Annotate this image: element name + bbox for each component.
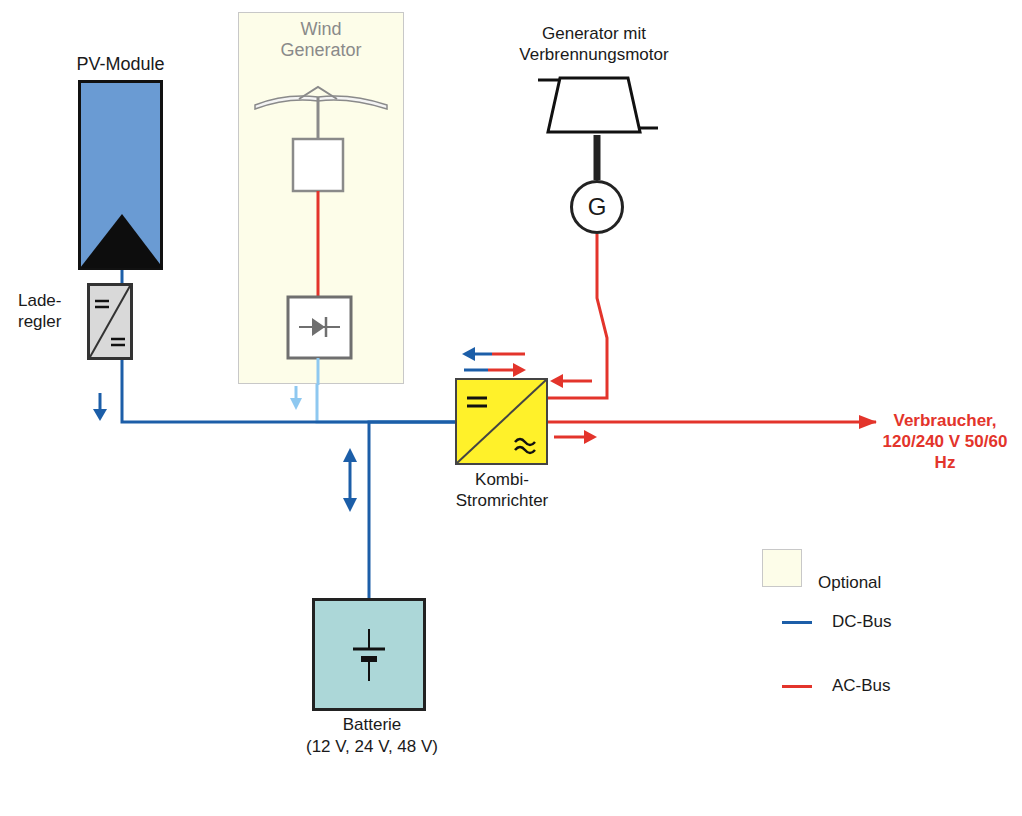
bus-connector (369, 422, 455, 598)
node-label: G (573, 183, 621, 231)
pv-module: PV-Module (78, 80, 163, 270)
combustion-engine: Generator mit Verbrennungsmotor (522, 75, 670, 135)
optional-wind-band-symbol (239, 13, 403, 383)
node-label: PV-Module (51, 54, 190, 75)
legend-line-sample (782, 685, 812, 688)
battery-flow-arrow (343, 448, 357, 512)
generator-circle: G (570, 180, 624, 234)
node-label: Generator mit Verbrennungsmotor (514, 23, 674, 65)
converter-flow-arrows (462, 347, 526, 377)
dc-flow-arrow (93, 393, 107, 421)
node-label: Kombi- Stromrichter (447, 469, 557, 511)
legend-label: AC-Bus (832, 675, 891, 696)
node-label: Lade- regler (18, 290, 78, 332)
battery-symbol (315, 601, 423, 708)
charge-controller: Lade- regler (87, 283, 133, 360)
node-label: Wind Generator (239, 19, 403, 61)
legend-label: Optional (818, 572, 881, 593)
node-label: Batterie (265, 714, 479, 735)
battery: Batterie(12 V, 24 V, 48 V) (312, 598, 426, 711)
combi-inverter: Kombi- Stromrichter (455, 378, 548, 465)
bus-connector (594, 135, 601, 180)
legend-line-sample (782, 621, 812, 624)
bus-connector (548, 234, 607, 398)
legend-label: DC-Bus (832, 611, 892, 632)
node-label: Verbraucher, 120/240 V 50/60 Hz (876, 410, 1014, 473)
load-label: Verbraucher, 120/240 V 50/60 Hz (876, 410, 1014, 473)
combustion-engine-symbol (522, 75, 670, 135)
wind-flow-arrow (290, 386, 302, 410)
optional-wind-band: Wind Generator (238, 12, 404, 384)
charge-controller-symbol (90, 286, 130, 357)
bus-connector (121, 270, 124, 283)
combi-inverter-symbol (457, 380, 546, 463)
pv-module-symbol (81, 83, 160, 267)
node-label: (12 V, 24 V, 48 V) (265, 736, 479, 757)
ac-output-arrow (554, 430, 597, 444)
bus-connector (548, 421, 876, 424)
bus-connector (317, 384, 455, 422)
ac-input-arrow (550, 374, 592, 388)
legend-swatch (762, 549, 802, 587)
